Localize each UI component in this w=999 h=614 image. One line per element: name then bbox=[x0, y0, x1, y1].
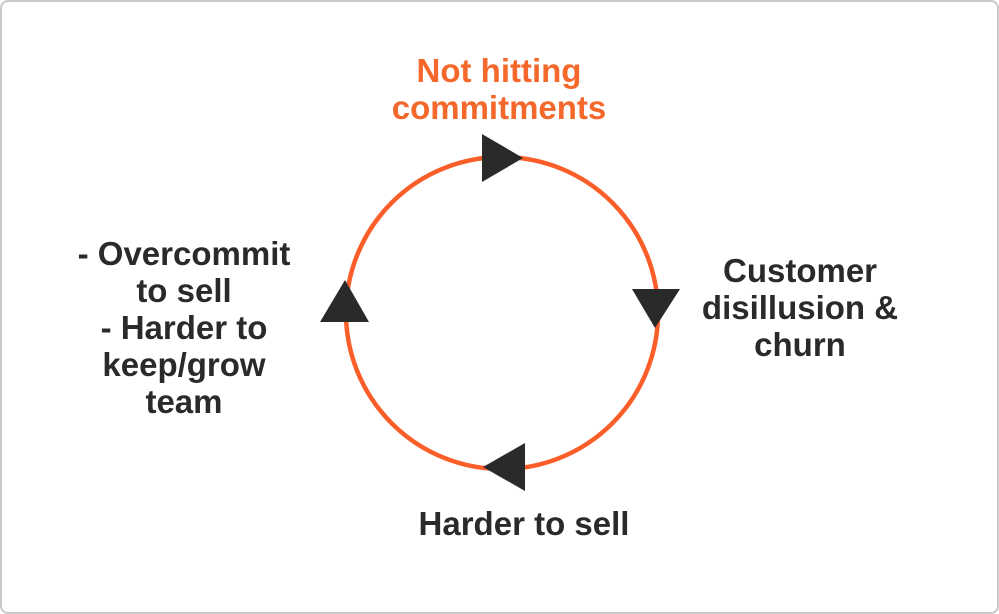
node-label-overcommit-harder-to-keep-team: - Overcommit to sell - Harder to keep/gr… bbox=[77, 235, 291, 420]
node-label-not-hitting-commitments: Not hitting commitments bbox=[391, 52, 607, 126]
node-label-customer-disillusion-churn: Customer disillusion & churn bbox=[701, 252, 899, 363]
arrow-right-icon bbox=[482, 134, 523, 182]
arrow-down-icon bbox=[632, 289, 680, 328]
arrow-up-icon bbox=[320, 280, 369, 322]
cycle-circle bbox=[343, 154, 661, 472]
node-label-harder-to-sell: Harder to sell bbox=[418, 505, 630, 542]
arrow-left-icon bbox=[483, 443, 525, 491]
